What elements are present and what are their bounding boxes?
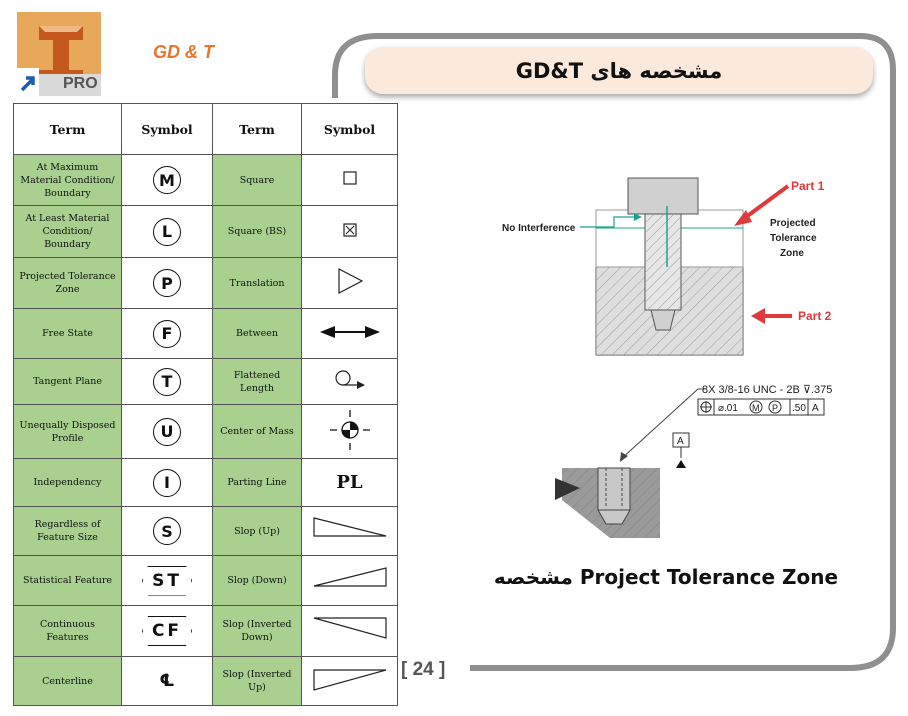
table-header-row: Term Symbol Term Symbol — [13, 103, 398, 155]
slope-up-icon — [312, 517, 386, 537]
projected-label-1: Projected — [770, 218, 816, 229]
term-cell: Statistical Feature — [13, 555, 122, 606]
callout-text: 8X 3/8-16 UNC - 2B ⊽.375 — [702, 384, 832, 396]
projected-label-2: Tolerance — [770, 233, 817, 244]
no-interference-label: No Interference — [502, 223, 576, 234]
square-icon — [342, 171, 357, 185]
square-x-icon — [342, 222, 357, 237]
header-term: Term — [212, 103, 302, 155]
table-row: Centerline ℄ Slop (Inverted Up) — [13, 656, 398, 706]
logo-text: PRO — [63, 75, 98, 92]
header-symbol: Symbol — [301, 103, 398, 155]
part2-label: Part 2 — [798, 309, 832, 323]
table-row: Unequally Disposed Profile U Center of M… — [13, 404, 398, 459]
continuous-feature-symbol: CF — [142, 616, 192, 646]
table-row: Regardless of Feature Size S Slop (Up) — [13, 506, 398, 556]
slide-title: مشخصه های GD&T — [365, 47, 873, 94]
term-cell: Slop (Up) — [212, 506, 302, 556]
term-cell: Continuous Features — [13, 605, 122, 657]
term-cell: Unequally Disposed Profile — [13, 404, 122, 459]
table-row: At Maximum Material Condition/ Boundary … — [13, 154, 398, 206]
free-state-symbol: F — [153, 319, 181, 348]
fcf-projected: P — [772, 403, 778, 413]
fcf-datum: A — [812, 403, 819, 414]
slope-down-icon — [313, 566, 387, 587]
part1-label: Part 1 — [791, 179, 825, 193]
svg-text:A: A — [677, 436, 684, 447]
projected-label-3: Zone — [780, 248, 804, 259]
term-cell: Parting Line — [212, 458, 302, 507]
parting-line-symbol: PL — [336, 472, 363, 493]
inventor-pro-logo: PRO — [17, 12, 101, 96]
projected-zone-symbol: P — [153, 269, 181, 297]
table-row: Projected Tolerance Zone P Translation — [13, 257, 398, 309]
tangent-plane-symbol: T — [153, 367, 181, 396]
datum-a-symbol: A — [672, 432, 690, 468]
table-row: At Least Material Condition/ Boundary L … — [13, 205, 398, 258]
term-cell: Center of Mass — [212, 404, 302, 459]
header-symbol: Symbol — [121, 103, 213, 155]
table-row: Independency I Parting Line PL — [13, 458, 398, 507]
projected-tolerance-illustration: No Interference Part 1 Projected Toleran… — [502, 177, 832, 538]
slope-inverted-down-icon — [313, 617, 387, 639]
rfs-symbol: S — [153, 517, 181, 545]
lmc-symbol: L — [153, 217, 181, 246]
table-row: Free State F Between — [13, 308, 398, 359]
unequal-profile-symbol: U — [153, 417, 181, 446]
fcf-height: .50 — [792, 403, 806, 414]
triangle-right-icon — [337, 268, 363, 294]
double-arrow-icon — [319, 325, 380, 338]
centerline-symbol: ℄ — [159, 671, 175, 691]
fcf-tolerance: ⌀.01 — [718, 403, 738, 414]
term-cell: Slop (Down) — [212, 555, 302, 606]
term-cell: Regardless of Feature Size — [13, 506, 122, 556]
logo-icon — [17, 12, 101, 96]
center-of-mass-icon — [329, 409, 370, 450]
term-cell: Projected Tolerance Zone — [13, 257, 122, 309]
table-row: Tangent Plane T Flattened Length — [13, 358, 398, 405]
header-term: Term — [13, 103, 122, 155]
term-cell: Tangent Plane — [13, 358, 122, 405]
independency-symbol: I — [153, 468, 181, 497]
slope-inverted-up-icon — [312, 669, 386, 691]
statistical-symbol: ST — [142, 565, 192, 596]
term-cell: At Maximum Material Condition/ Boundary — [13, 154, 122, 206]
page-number: [ 24 ] — [401, 659, 446, 680]
gdt-symbol-table: Term Symbol Term Symbol At Maximum Mater… — [13, 103, 398, 706]
term-cell: Independency — [13, 458, 122, 507]
term-cell: Centerline — [13, 656, 122, 706]
table-row: Statistical Feature ST Slop (Down) — [13, 555, 398, 606]
feature-control-frame: ⌀.01 M P .50 A — [697, 398, 825, 416]
header-title: GD & T — [153, 42, 214, 62]
fcf-mmc: M — [752, 403, 760, 413]
bolt-head — [627, 177, 699, 215]
term-cell: Slop (Inverted Up) — [212, 656, 302, 706]
term-cell: Flattened Length — [212, 358, 302, 405]
term-cell: Translation — [212, 257, 302, 309]
term-cell: Square — [212, 154, 302, 206]
table-row: Continuous Features CF Slop (Inverted Do… — [13, 605, 398, 657]
mmc-symbol: M — [153, 166, 181, 194]
flattened-length-icon — [334, 369, 365, 389]
term-cell: Square (BS) — [212, 205, 302, 258]
slide-caption: مشخصه Project Tolerance Zone — [493, 565, 839, 589]
term-cell: Free State — [13, 308, 122, 359]
term-cell: Between — [212, 308, 302, 359]
term-cell: At Least Material Condition/ Boundary — [13, 205, 122, 258]
term-cell: Slop (Inverted Down) — [212, 605, 302, 657]
